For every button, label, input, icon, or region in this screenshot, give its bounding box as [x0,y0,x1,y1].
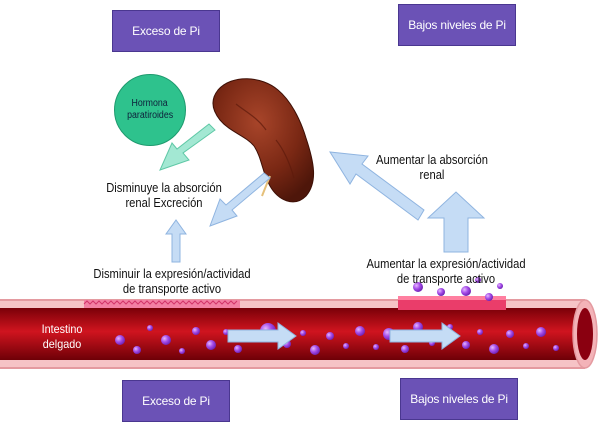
decrease-transport-line2: de transporte activo [122,281,222,296]
increase-absorption-line1: Aumentar la absorción [376,152,488,167]
intestine-label-line1: Intestino [41,322,83,336]
parathyroid-hormone-circle: Hormona paratiroides [114,74,186,146]
excess-pi-box-bottom: Exceso de Pi [122,380,230,422]
hormone-arrow [159,123,216,171]
intestine-label: Intestino delgado [26,322,98,352]
increase-up-arrow [426,191,486,253]
flow-arrow-left [227,322,297,350]
increase-absorption-line2: renal [419,167,445,182]
phosphate-particles [115,322,559,355]
intestine-label-line2: delgado [42,337,82,351]
decrease-up-arrow [165,219,187,263]
decrease-transport-line1: Disminuir la expresión/actividad [93,266,251,281]
transporter-band-left [83,300,240,308]
increase-absorption-arrow [329,151,425,221]
increase-transport-line1: Aumentar la expresión/actividad [366,256,526,271]
decrease-transport-label: Disminuir la expresión/actividad de tran… [62,266,282,296]
hormone-label-line2: paratiroides [126,110,173,121]
decrease-absorption-label: Disminuye la absorción renal Excreción [78,180,250,210]
kidney-output-arrow [209,172,271,227]
flow-arrow-right [389,322,461,350]
decrease-absorption-line1: Disminuye la absorción [106,180,222,195]
excess-pi-box-top: Exceso de Pi [112,10,220,52]
increase-transport-line2: de transporte activo [396,271,496,286]
increase-absorption-label: Aumentar la absorción renal [348,152,517,182]
low-pi-box-top: Bajos niveles de Pi [398,4,516,46]
absorbed-particles [413,277,503,301]
increase-transport-label: Aumentar la expresión/actividad de trans… [336,256,556,286]
decrease-absorption-line2: renal Excreción [125,195,203,210]
low-pi-box-bottom: Bajos niveles de Pi [400,378,518,420]
hormone-label-line1: Hormona [131,98,169,109]
transporter-band-right [398,296,506,310]
